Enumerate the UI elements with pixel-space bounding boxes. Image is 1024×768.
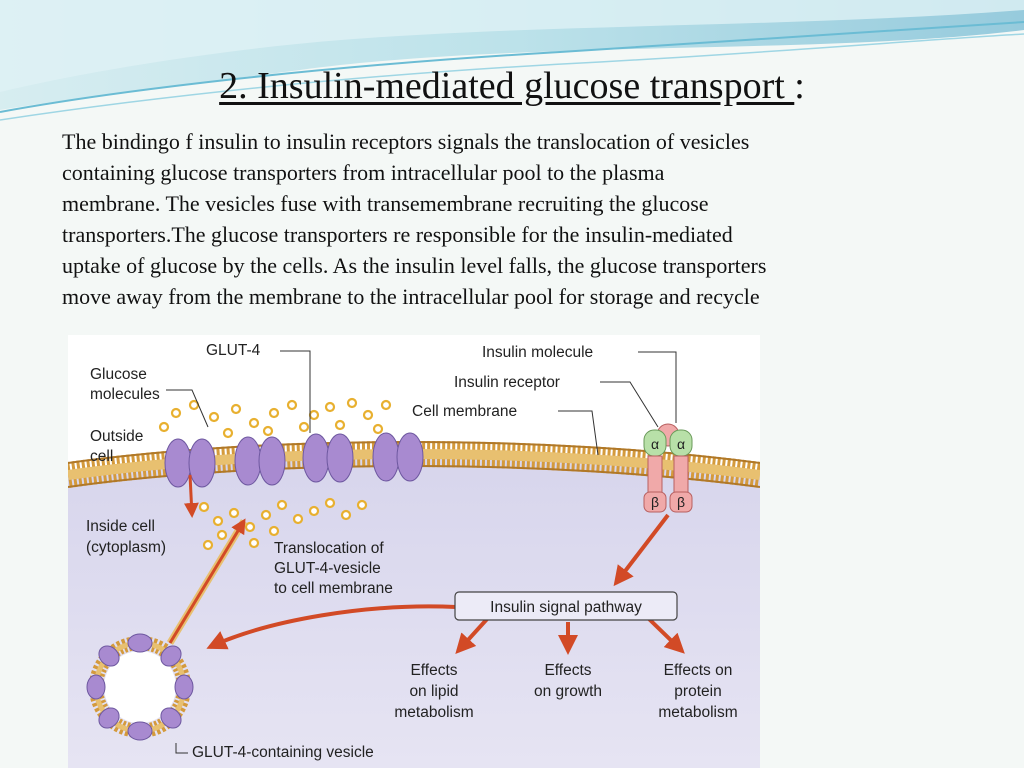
pathway-to-lipid-arrow	[455, 616, 490, 654]
slide-title-colon: :	[794, 65, 805, 107]
signal-pathway-label: Insulin signal pathway	[490, 599, 642, 616]
glucose-molecule	[292, 513, 304, 525]
glucose-molecule	[362, 409, 374, 421]
translocation-label-line3: to cell membrane	[274, 580, 393, 597]
body-line: containing glucose transporters from int…	[62, 160, 665, 185]
glucose-molecule	[324, 497, 336, 509]
body-paragraph: The bindingo f insulin to insulin recept…	[62, 126, 962, 312]
translocation-arrow-up	[168, 518, 246, 644]
inside-cell-label-line2: (cytoplasm)	[86, 539, 166, 556]
glucose-molecule	[308, 409, 320, 421]
translocation-label-line2: GLUT-4-vesicle	[274, 560, 381, 577]
glucose-molecule	[222, 427, 234, 439]
header-swoosh-decoration	[0, 0, 1024, 121]
glucose-molecule	[324, 401, 336, 413]
alpha-label-right: α	[677, 436, 685, 452]
glucose-molecule	[230, 403, 242, 415]
lipid-effects-label-line2: on lipid	[409, 683, 458, 700]
glut4-vesicle	[86, 633, 194, 741]
insulin-receptor-label: Insulin receptor	[454, 374, 560, 391]
glucose-molecule	[248, 537, 260, 549]
glucose-label-line2: molecules	[90, 386, 160, 403]
glucose-molecule	[202, 539, 214, 551]
glucose-molecule	[262, 425, 274, 437]
insulin-molecule-label: Insulin molecule	[482, 344, 593, 361]
glucose-molecule	[340, 509, 352, 521]
glucose-molecule	[286, 399, 298, 411]
glut4-transporters	[164, 432, 424, 488]
glucose-molecule	[216, 529, 228, 541]
glucose-molecule	[276, 499, 288, 511]
beta-label-left: β	[651, 494, 659, 510]
signal-pathway-box	[454, 591, 678, 621]
growth-effects-label-line2: on growth	[534, 683, 602, 700]
slide-title-text: 2. Insulin-mediated glucose transport	[219, 65, 795, 107]
glucose-molecule	[308, 505, 320, 517]
growth-effects-label-line1: Effects	[544, 662, 591, 679]
insulin-receptor: α α β β	[643, 423, 693, 513]
glucose-molecule	[248, 417, 260, 429]
glucose-molecule	[268, 525, 280, 537]
body-line: move away from the membrane to the intra…	[62, 284, 760, 309]
glut4-transporter	[372, 432, 424, 482]
glucose-molecule	[212, 515, 224, 527]
glucose-molecule	[170, 407, 182, 419]
slide-title: 2. Insulin-mediated glucose transport :	[0, 64, 1024, 108]
glucose-molecule	[208, 411, 220, 423]
receptor-to-pathway-arrow	[613, 513, 670, 587]
leader-lines	[166, 350, 677, 754]
glucose-molecule	[198, 501, 210, 513]
glucose-molecule	[268, 407, 280, 419]
body-line: uptake of glucose by the cells. As the i…	[62, 253, 767, 278]
glucose-label-line1: Glucose	[90, 366, 147, 383]
beta-label-right: β	[677, 494, 685, 510]
protein-effects-label-line3: metabolism	[658, 704, 737, 721]
glucose-molecule	[158, 421, 170, 433]
glucose-molecule	[298, 421, 310, 433]
vesicle-label: GLUT-4-containing vesicle	[192, 744, 374, 761]
arrows	[167, 513, 685, 655]
glut4-transporter	[164, 438, 216, 488]
glucose-transport-diagram: α α β β Insulin signal pathwa	[68, 335, 760, 768]
glucose-molecule	[356, 499, 368, 511]
glucose-molecule	[346, 397, 358, 409]
signal-to-vesicle-arrow	[206, 604, 457, 650]
glucose-molecule	[334, 419, 346, 431]
lipid-effects-label-line1: Effects	[410, 662, 457, 679]
body-line: The bindingo f insulin to insulin recept…	[62, 129, 750, 154]
outside-cell-label-line1: Outside	[90, 428, 143, 445]
glut4-transporter	[302, 433, 354, 483]
glut4-transporter	[234, 436, 286, 486]
glucose-molecule	[380, 399, 392, 411]
outside-cell-label-line2: cell	[90, 448, 113, 465]
lipid-effects-label-line3: metabolism	[394, 704, 473, 721]
body-line: transporters.The glucose transporters re…	[62, 222, 733, 247]
pathway-to-protein-arrow	[646, 616, 685, 654]
protein-effects-label-line1: Effects on	[664, 662, 733, 679]
glucose-molecule	[372, 423, 384, 435]
glucose-molecule	[228, 507, 240, 519]
glucose-molecule	[244, 521, 256, 533]
body-line: membrane. The vesicles fuse with transem…	[62, 191, 709, 216]
glucose-molecule	[260, 509, 272, 521]
glucose-entry-arrow	[183, 474, 199, 518]
inside-cell-label-line1: Inside cell	[86, 518, 155, 535]
alpha-label-left: α	[651, 436, 659, 452]
glucose-molecules	[158, 397, 392, 551]
glut4-label: GLUT-4	[206, 342, 261, 359]
cell-membrane-label: Cell membrane	[412, 403, 517, 420]
translocation-label-line1: Translocation of	[274, 540, 384, 557]
protein-effects-label-line2: protein	[674, 683, 721, 700]
